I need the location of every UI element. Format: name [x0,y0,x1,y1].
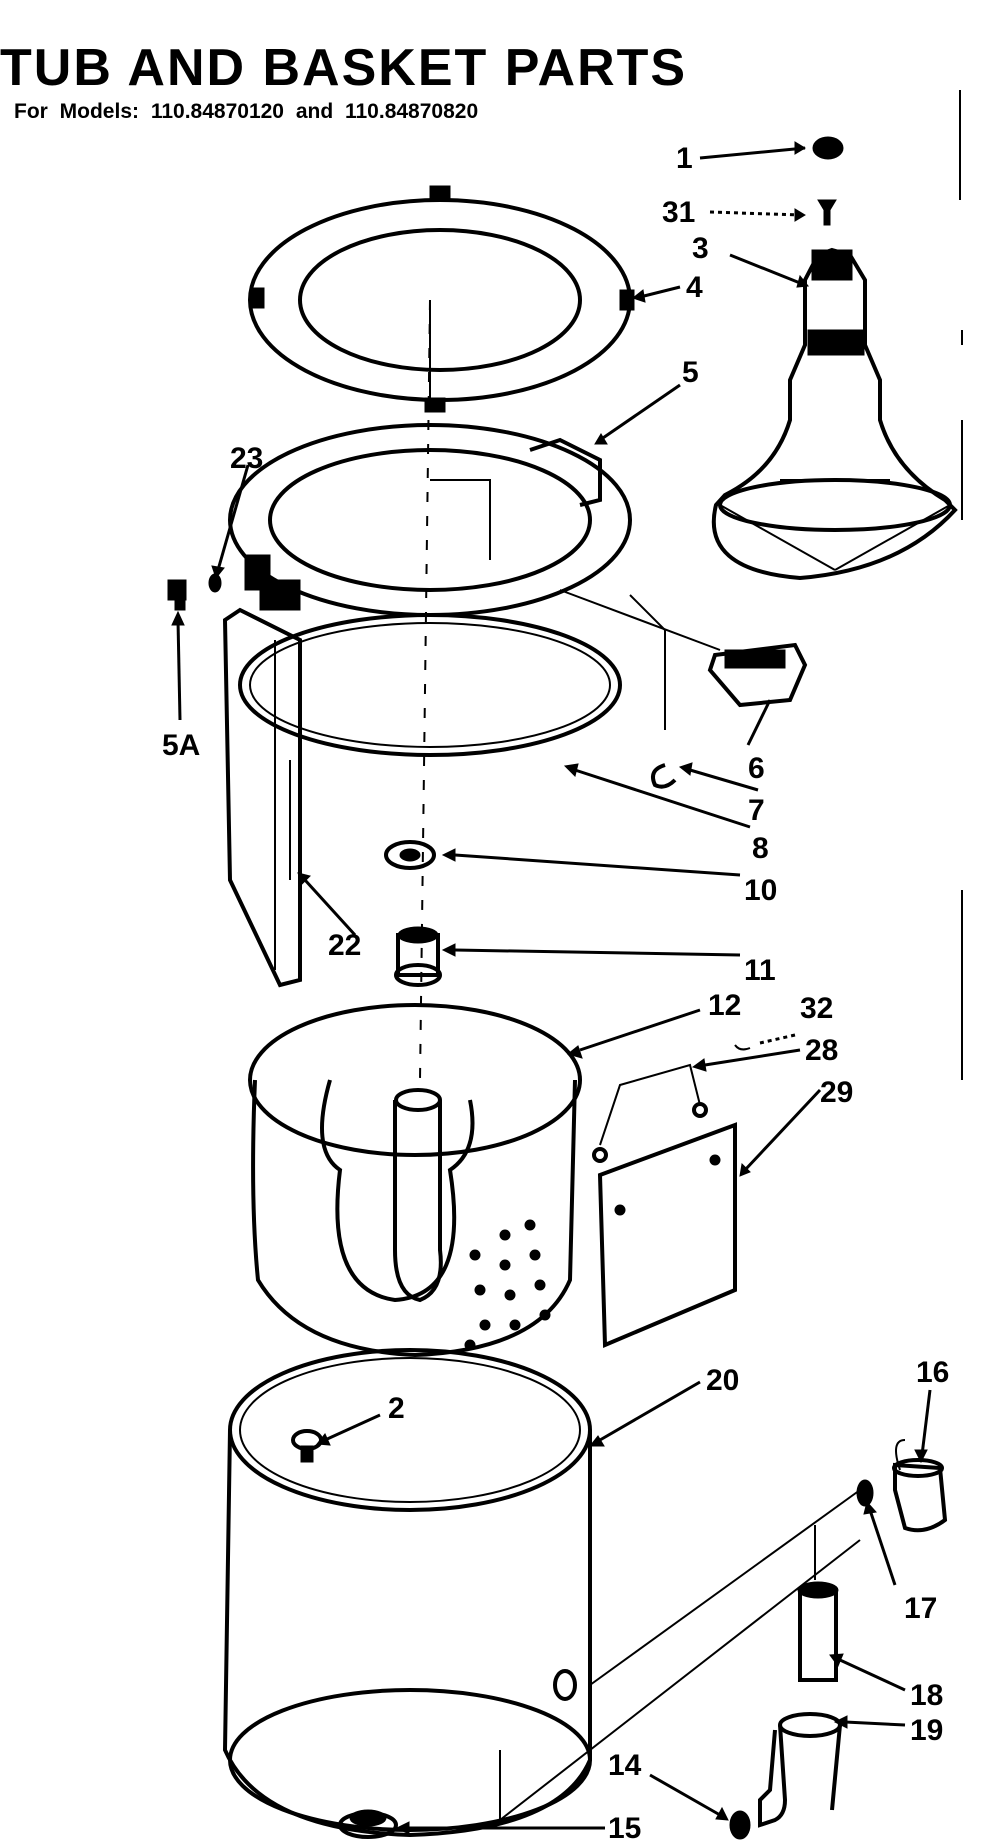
leader-path-6 [629,594,666,730]
leader-lines [171,141,932,1835]
part-17-clamp [856,1479,874,1507]
part-29-panel [597,1122,737,1348]
part-23-clip [208,573,222,593]
callout-1: 1 [676,142,693,175]
callout-6: 6 [748,752,765,785]
callout-3: 3 [692,232,709,265]
callout-7: 7 [748,794,765,827]
page-title: TUB AND BASKET PARTS [0,39,688,97]
callout-20: 20 [706,1364,739,1397]
callout-31: 31 [662,196,695,229]
part-1-nut [812,136,844,160]
part-8-gasket [238,613,622,757]
callout-4: 4 [686,271,703,304]
callout-10: 10 [744,874,777,907]
part-20-outer-tub [222,1348,592,1838]
callout-17: 17 [904,1592,937,1625]
callout-5: 5 [682,356,699,389]
part-7-clip [651,763,677,789]
callout-labels: 1 31 3 4 5 23 5A 6 7 8 10 22 11 12 32 28… [162,142,949,1845]
callout-19: 19 [910,1714,943,1747]
callout-15: 15 [608,1812,641,1845]
part-31-screw [817,199,837,226]
part-4-tub-ring [248,185,635,413]
part-11-hub [394,926,442,987]
callout-18: 18 [910,1679,943,1712]
callout-5a: 5A [162,729,200,762]
part-5a-clip [167,579,187,611]
part-14-clamp [729,1810,751,1840]
part-6-bracket [707,642,808,708]
part-5-tub-top [228,423,632,617]
part-2-bolt [291,1429,323,1463]
part-22-shield [222,607,302,988]
callout-8: 8 [752,832,769,865]
callout-29: 29 [820,1076,853,1109]
callout-23: 23 [230,442,263,475]
callout-22: 22 [328,929,361,962]
hose-lines [499,1489,861,1821]
callout-28: 28 [805,1034,838,1067]
callout-32: 32 [800,992,833,1025]
models-subtitle: For Models: 110.84870120 and 110.8487082… [14,100,479,123]
part-32-screw [734,1044,751,1051]
part-18-tube [797,1581,839,1682]
leader-path-5-6 [559,589,721,651]
part-3-agitator [711,247,958,581]
part-16-pump [892,1439,948,1533]
part-12-basket [248,1003,582,1358]
center-axis [419,299,431,1081]
basket-holes [464,1219,551,1351]
callout-2: 2 [388,1392,405,1425]
callout-16: 16 [916,1356,949,1389]
callout-11: 11 [744,954,776,987]
callout-14: 14 [608,1749,642,1782]
part-10-hub-nut [384,840,436,870]
part-15-pad [338,1809,398,1839]
callout-12: 12 [708,989,741,1022]
part-19-elbow [758,1712,842,1828]
part-28-wire [592,1063,708,1163]
border-marks [959,90,963,1080]
